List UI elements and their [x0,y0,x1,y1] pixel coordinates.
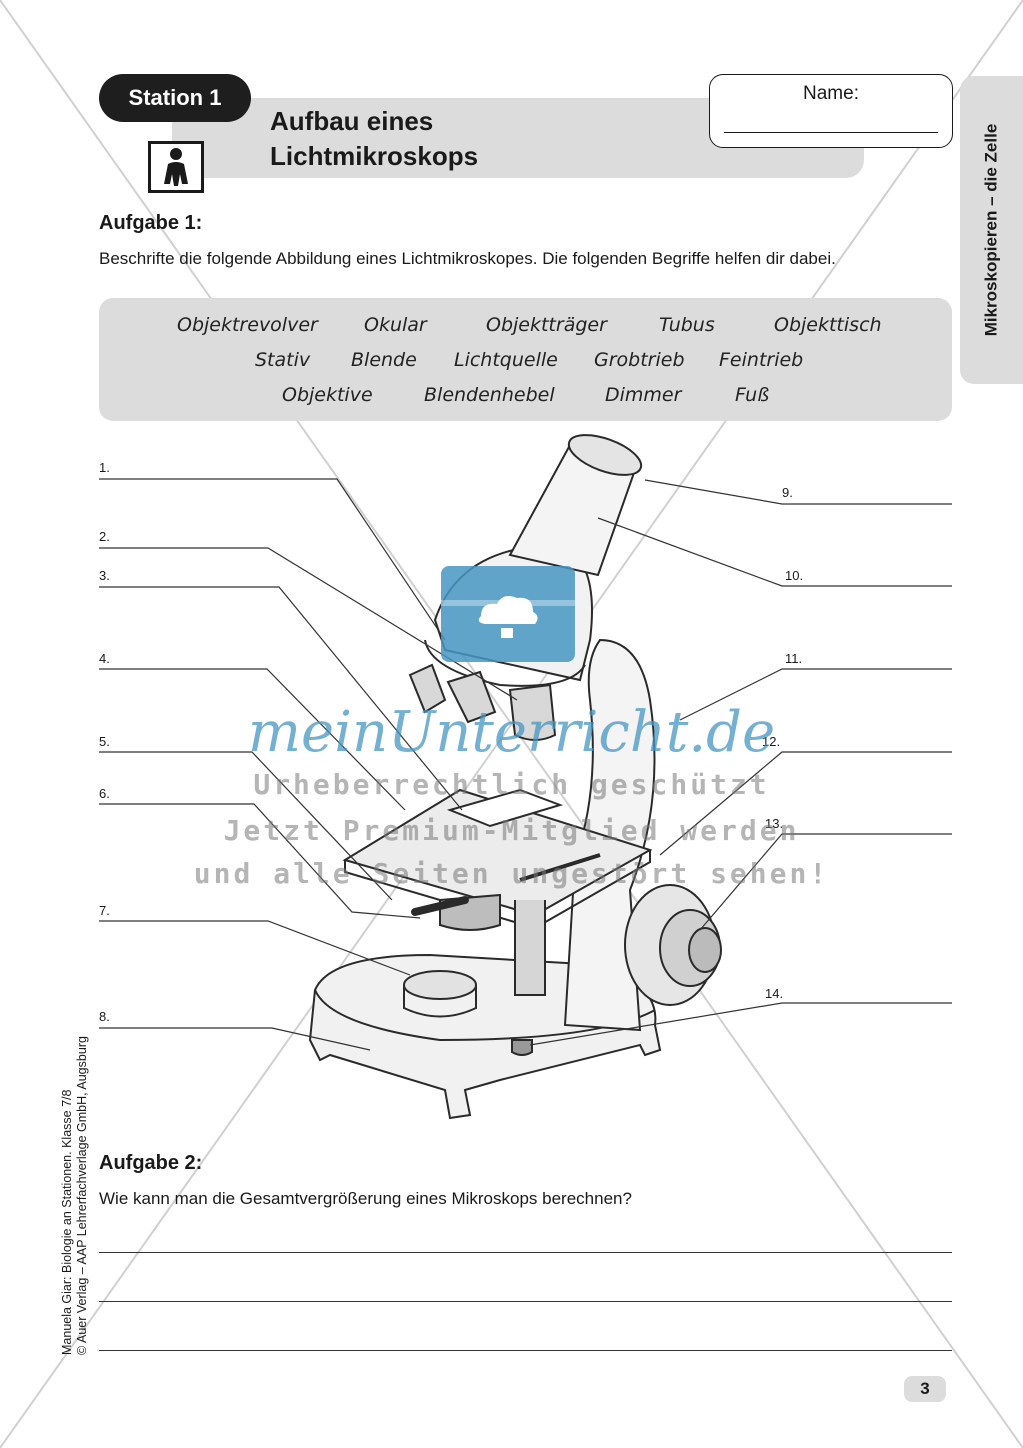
label-number: 7. [99,903,110,918]
label-number: 9. [782,485,793,500]
watermark-line-1: Urheberrechtlich geschützt [253,768,770,801]
term: Feintrieb [719,349,804,371]
term: Objektträger [486,314,607,336]
term: Objekttisch [774,314,882,336]
term: Fuß [735,384,770,406]
term: Objektive [282,384,373,406]
task2-heading: Aufgabe 2: [99,1152,203,1174]
watermark-logo-text: meinUnterricht.de [247,700,776,765]
task1-heading: Aufgabe 1: [99,212,203,234]
answer-line[interactable] [99,1350,952,1351]
term: Objektrevolver [177,314,318,336]
title-line-2: Lichtmikroskops [270,141,479,171]
task1-instruction: Beschrifte die folgende Abbildung eines … [99,249,836,268]
label-number: 6. [99,786,110,801]
term-box: Objektrevolver Okular Objektträger Tubus… [99,298,952,421]
label-number: 5. [99,734,110,749]
task2-question: Wie kann man die Gesamtvergrößerung eine… [99,1189,632,1208]
footer-line-2: © Auer Verlag – AAP Lehrerfachverlage Gm… [75,1036,89,1355]
term: Grobtrieb [594,349,685,371]
name-box: Name: [709,74,953,148]
page-number: 3 [904,1376,946,1402]
label-number: 8. [99,1009,110,1024]
name-input-line[interactable] [724,132,938,133]
watermark-line-3: und alle Seiten ungestört sehen! [193,857,830,890]
answer-line[interactable] [99,1252,952,1253]
title-line-1: Aufbau eines [270,106,434,136]
copyright-footer: Manuela Giar: Biologie an Stationen. Kla… [30,995,90,1355]
label-number: 3. [99,568,110,583]
term: Stativ [255,349,311,371]
station-badge: Station 1 [99,74,251,122]
label-number: 12. [762,734,781,749]
watermark-logo-icon [441,566,575,662]
term: Blende [351,349,417,371]
term: Lichtquelle [454,349,558,371]
label-number: 10. [785,568,804,583]
name-label: Name: [803,83,859,104]
watermark-line-2: Jetzt Premium-Mitglied werden [223,814,800,847]
term: Dimmer [605,384,682,406]
term: Okular [364,314,427,336]
side-tab [960,76,1023,384]
label-number: 13. [765,816,784,831]
label-number: 1. [99,460,110,475]
single-work-icon [148,141,204,193]
answer-line[interactable] [99,1301,952,1302]
term: Blendenhebel [424,384,555,406]
label-number: 11. [785,651,803,666]
label-number: 2. [99,529,110,544]
page-title: Aufbau eines Lichtmikroskops [270,104,650,174]
term: Tubus [659,314,715,336]
label-number: 4. [99,651,110,666]
label-number: 14. [765,986,784,1001]
footer-line-1: Manuela Giar: Biologie an Stationen. Kla… [60,1089,74,1355]
